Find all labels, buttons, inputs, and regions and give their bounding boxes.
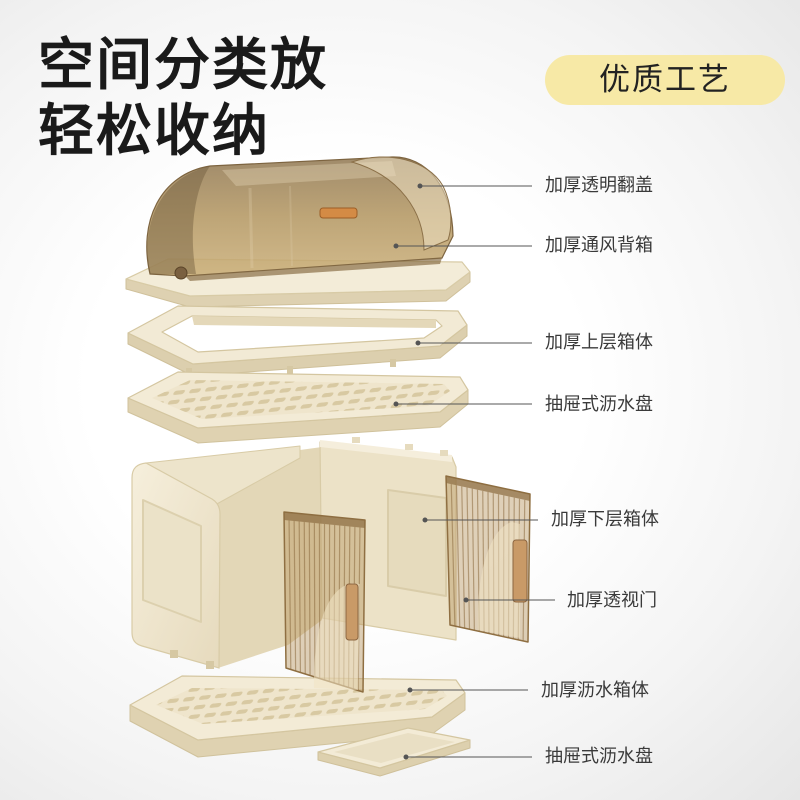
callout-label-drawer: 抽屉式沥水盘 <box>545 746 653 767</box>
lower-box-tab <box>440 450 448 456</box>
leader-dot <box>422 517 428 523</box>
quality-badge: 优质工艺 <box>545 55 785 105</box>
door-slat <box>293 520 297 672</box>
leader-dot <box>463 597 469 603</box>
left-door-handle <box>345 583 359 641</box>
door-slat <box>466 487 471 630</box>
lid-hinge <box>174 266 188 280</box>
callout-label-upper-box: 加厚上层箱体 <box>545 332 653 353</box>
drawer-drain-tray <box>317 727 471 777</box>
lower-box-left-wall-emboss <box>142 499 202 623</box>
bottom-drain-box <box>129 675 466 758</box>
door-slat <box>308 522 311 676</box>
right-door-arch <box>477 522 520 638</box>
upper-tray-drain-slots <box>152 380 450 419</box>
left-door-header <box>284 512 365 528</box>
leader-dot <box>407 687 413 693</box>
right-door-handle <box>512 539 528 603</box>
right-door-header <box>446 476 530 501</box>
lower-box-back-wall-rim <box>320 440 452 462</box>
lid-reflection <box>248 187 254 269</box>
door-slat <box>288 520 292 670</box>
drawer-inner-surface <box>334 733 455 763</box>
upper-frame-peg <box>287 366 293 374</box>
lower-box-tab <box>352 437 360 443</box>
lid-reflection <box>289 185 293 267</box>
door-slat <box>461 486 466 629</box>
door-slat <box>450 484 456 627</box>
door-slat <box>471 488 475 631</box>
leader-dot <box>393 243 399 249</box>
callout-label-lower-box: 加厚下层箱体 <box>551 509 659 530</box>
door-slat <box>455 485 461 628</box>
door-slat <box>298 521 302 673</box>
lid-top-highlight <box>222 161 396 186</box>
transparent-flip-lid <box>146 156 454 281</box>
bottom-box-drain-slots <box>156 688 447 724</box>
upper-frame-peg <box>390 359 396 367</box>
upper-frame-inner-wall <box>192 316 436 328</box>
upper-drain-tray <box>127 371 469 444</box>
callout-label-back-box: 加厚通风背箱 <box>545 235 653 256</box>
lower-box-back-wall-emboss <box>387 489 447 597</box>
callout-label-door: 加厚透视门 <box>567 590 657 611</box>
lid-left-end-cap <box>147 166 210 274</box>
leader-dot <box>417 183 423 189</box>
lower-box-tab <box>405 444 413 450</box>
headline-line-2: 轻松收纳 <box>38 99 270 164</box>
lower-box-foot <box>206 661 214 669</box>
leader-dot <box>393 401 399 407</box>
callout-label-drain-box: 加厚沥水箱体 <box>541 680 649 701</box>
leader-dot <box>403 754 409 760</box>
callout-label-lid: 加厚透明翻盖 <box>545 175 653 196</box>
lid-handle <box>319 207 358 219</box>
lower-box-foot <box>170 650 178 658</box>
lid-right-end-cap <box>350 156 452 251</box>
leader-dot <box>415 340 421 346</box>
door-slat <box>303 521 306 675</box>
lid-bottom-rim <box>185 258 442 281</box>
left-transparent-door <box>283 511 366 693</box>
door-slat <box>313 522 316 678</box>
right-transparent-door <box>445 475 531 643</box>
callout-label-upper-tray: 抽屉式沥水盘 <box>545 394 653 415</box>
headline-line-1: 空间分类放 <box>38 33 328 98</box>
leader-lines <box>393 183 555 760</box>
upper-box-frame <box>127 305 468 377</box>
